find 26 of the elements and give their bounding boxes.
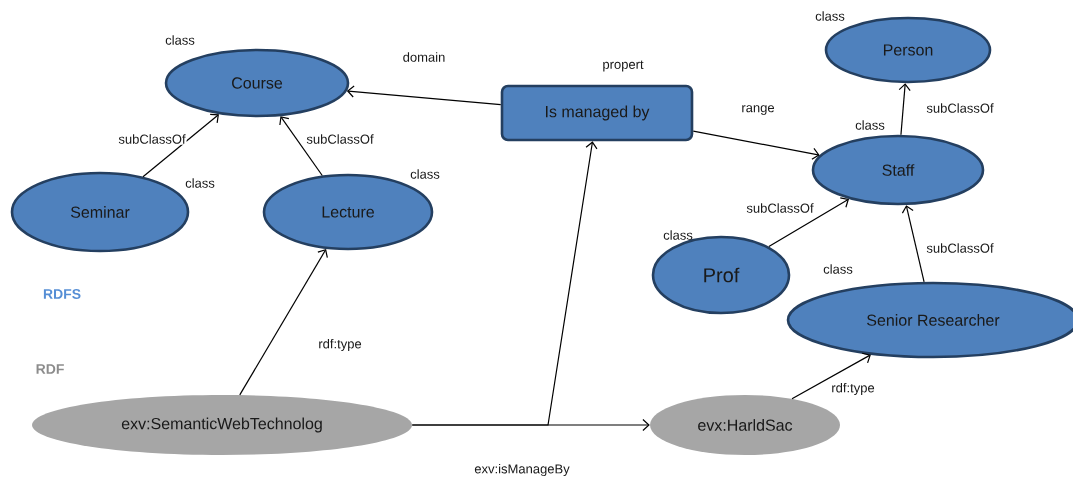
edge-label: subClassOf (925, 242, 995, 254)
type-label: class (855, 120, 885, 130)
arrow (346, 85, 502, 106)
edge-label: subClassOf (117, 133, 187, 145)
edge-label: range (740, 104, 776, 116)
arrow (411, 141, 598, 426)
edge-label: subClassOf (925, 102, 995, 114)
edge-label: subClassOf (305, 133, 375, 145)
arrow (768, 197, 850, 248)
property-box: Is managed by (500, 84, 694, 142)
arrow (901, 205, 925, 283)
arrow (142, 113, 219, 178)
type-label: propert (603, 60, 644, 72)
arrow (279, 116, 323, 177)
edge-label: domain (401, 51, 447, 63)
arrow (791, 352, 871, 400)
edge-label: exv:isManageBy (473, 462, 571, 478)
layer-label: RDF (36, 364, 64, 374)
edge-label: rdf:type (317, 337, 363, 353)
type-label: class (165, 35, 195, 45)
edge-label: rdf:type (830, 381, 876, 397)
arrow (692, 130, 820, 160)
arrow (239, 249, 328, 396)
layer-label: RDFS (43, 289, 81, 299)
type-label: class (823, 264, 853, 274)
arrow (898, 83, 911, 136)
